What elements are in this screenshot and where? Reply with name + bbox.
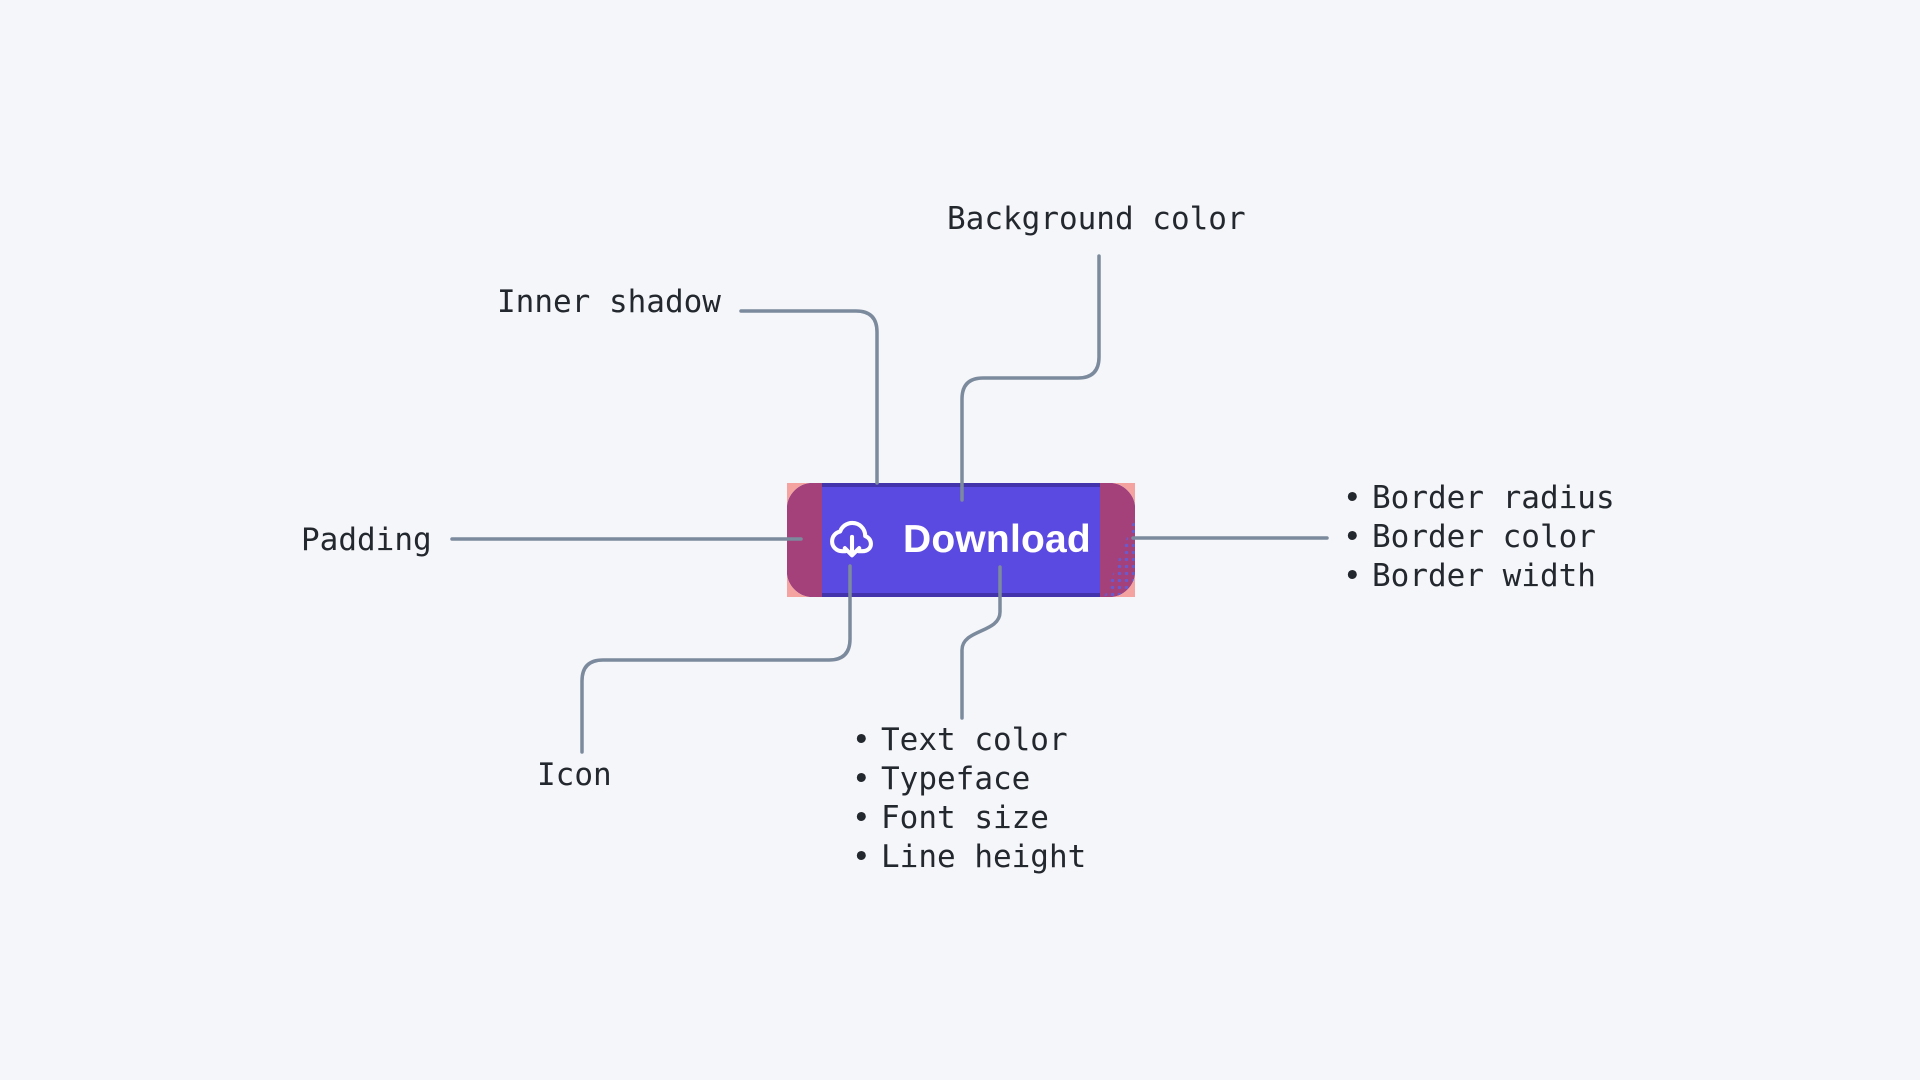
list-item-label: Border color (1372, 519, 1596, 555)
label-icon: Icon (537, 757, 612, 793)
bullet-icon: • (852, 761, 871, 797)
list-item-label: Text color (881, 722, 1068, 758)
list-item: • Border color (1343, 518, 1615, 557)
list-item: • Border radius (1343, 479, 1615, 518)
button-annotation-target: Download (787, 483, 1135, 597)
label-inner-shadow: Inner shadow (497, 284, 721, 320)
list-item: • Text color (852, 721, 1086, 760)
border-props-list: • Border radius • Border color • Border … (1343, 479, 1615, 596)
bullet-icon: • (1343, 519, 1362, 555)
list-item: • Line height (852, 838, 1086, 877)
padding-highlight-right (1100, 483, 1135, 597)
bullet-icon: • (852, 800, 871, 836)
bullet-icon: • (1343, 480, 1362, 516)
list-item-label: Font size (881, 800, 1049, 836)
list-item: • Border width (1343, 557, 1615, 596)
label-padding: Padding (301, 522, 432, 558)
bullet-icon: • (852, 839, 871, 875)
bullet-icon: • (1343, 558, 1362, 594)
connector-inner-shadow (739, 309, 879, 485)
button-content: Download (787, 483, 1135, 597)
list-item-label: Border radius (1372, 480, 1615, 516)
list-item-label: Border width (1372, 558, 1596, 594)
label-background-color: Background color (947, 201, 1246, 237)
list-item-label: Typeface (881, 761, 1031, 797)
cloud-download-icon (830, 520, 873, 557)
text-props-list: • Text color • Typeface • Font size • Li… (852, 721, 1086, 877)
list-item: • Typeface (852, 760, 1086, 799)
list-item-label: Line height (881, 839, 1087, 875)
button-label: Download (903, 518, 1091, 561)
list-item: • Font size (852, 799, 1086, 838)
connector-background-color (960, 254, 1101, 502)
bullet-icon: • (852, 722, 871, 758)
